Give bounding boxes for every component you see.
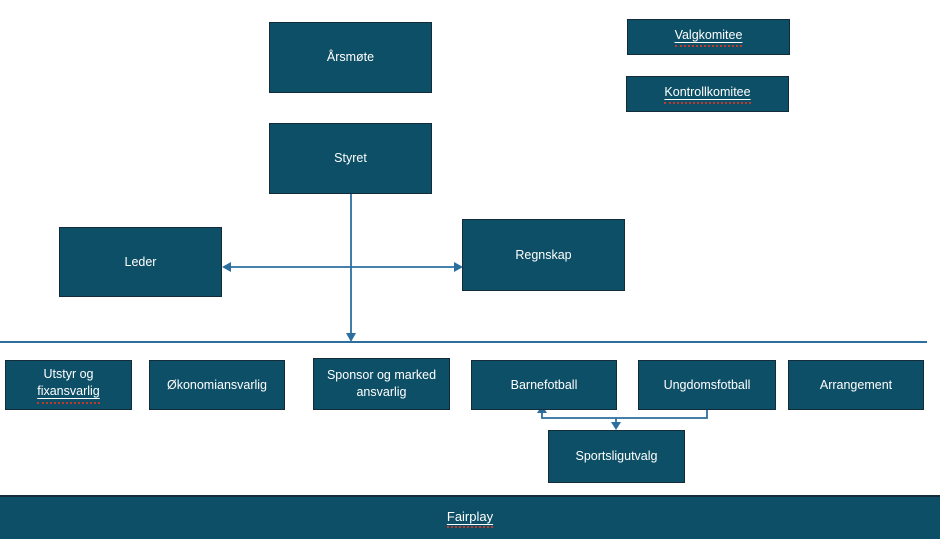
node-label: Årsmøte <box>326 50 375 65</box>
node-label: Ungdomsfotball <box>663 377 751 392</box>
arrowhead-left-icon <box>222 262 231 272</box>
node-sponsor-og-marked-ansvarlig: Sponsor og marked ansvarlig <box>313 358 450 410</box>
node-sportsligutvalg: Sportsligutvalg <box>548 430 685 483</box>
node-label: Barnefotball <box>510 377 578 392</box>
node-label: Sportsligutvalg <box>575 449 658 464</box>
node-label: Kontrollkomitee <box>664 84 751 105</box>
node-barnefotball: Barnefotball <box>471 360 617 410</box>
node-label: Styret <box>334 151 367 166</box>
node-utstyr-og-fixansvarlig: Utstyr og fixansvarlig <box>5 360 132 410</box>
fotball-joint-line <box>541 410 708 419</box>
node-ungdomsfotball: Ungdomsfotball <box>638 360 776 410</box>
arrowhead-down-icon <box>346 333 356 342</box>
fairplay-banner: Fairplay <box>0 495 940 539</box>
node-label: Utstyr og fixansvarlig <box>37 366 100 404</box>
node-arrangement: Arrangement <box>788 360 924 410</box>
node-label: Leder <box>124 254 157 269</box>
arrowhead-right-icon <box>454 262 463 272</box>
node-kontrollkomitee: Kontrollkomitee <box>626 76 789 112</box>
node-okonomiansvarlig: Økonomiansvarlig <box>149 360 285 410</box>
node-label-line1: Utstyr og <box>43 367 94 382</box>
node-label: Regnskap <box>515 247 572 262</box>
node-styret: Styret <box>269 123 432 194</box>
arrowhead-down-icon <box>611 422 621 430</box>
node-label: Sponsor og marked ansvarlig <box>326 368 437 399</box>
node-label: Arrangement <box>819 377 893 392</box>
node-label: Valgkomitee <box>674 27 743 48</box>
node-regnskap: Regnskap <box>462 219 625 291</box>
node-label: Økonomiansvarlig <box>166 377 268 392</box>
node-label-line2: fixansvarlig <box>37 383 100 404</box>
node-leder: Leder <box>59 227 222 297</box>
node-arsmote: Årsmøte <box>269 22 432 93</box>
fairplay-label: Fairplay <box>446 509 494 528</box>
node-valgkomitee: Valgkomitee <box>627 19 790 55</box>
